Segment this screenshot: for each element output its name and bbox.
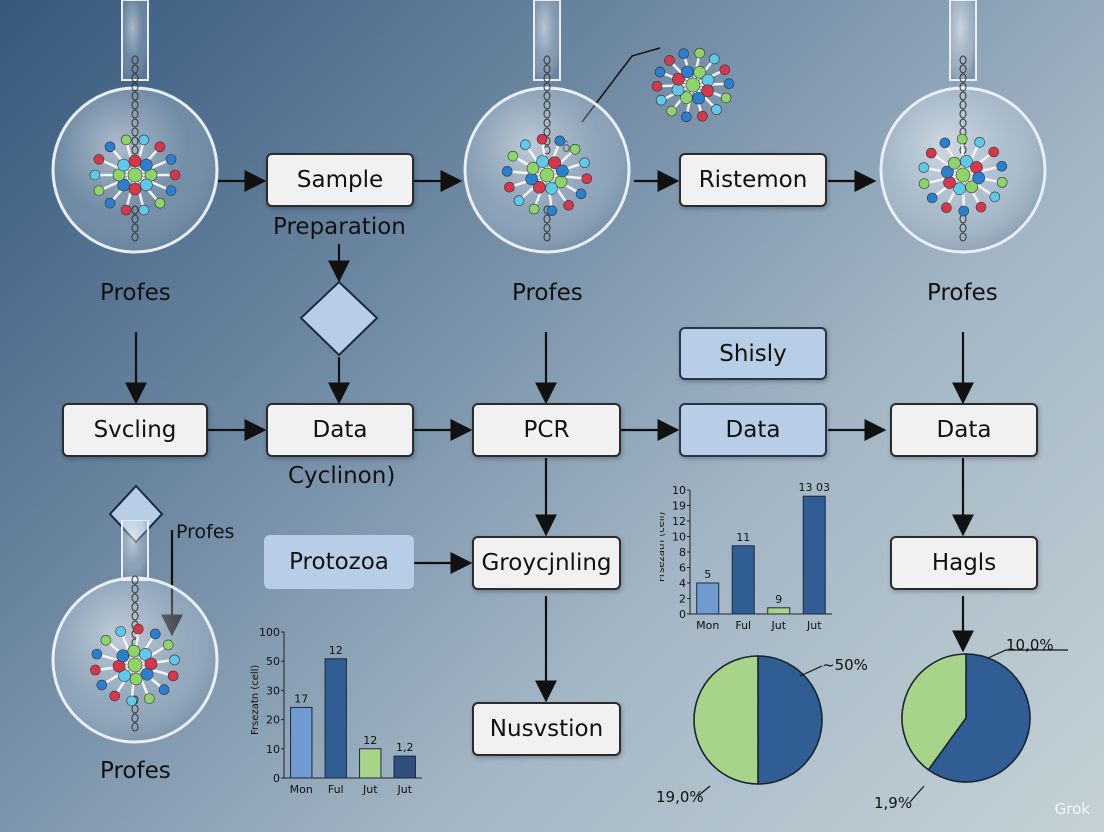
y-tick-label: 6 (679, 562, 686, 575)
molecule-icon-floating (651, 47, 735, 123)
decision-diamond-main (299, 280, 379, 357)
flask-icon-2 (463, 0, 631, 254)
x-tick-label: Jut (806, 619, 822, 632)
y-tick-label: 100 (259, 626, 280, 639)
pie-slice (693, 655, 759, 785)
node-cyclinon-label: Cyclinon) (288, 463, 396, 489)
bar-jut (359, 748, 382, 779)
y-tick-label: 4 (679, 577, 686, 590)
pie-slice (757, 655, 823, 785)
bar-data-label: 9 (775, 593, 782, 606)
y-tick-label: 50 (266, 655, 280, 668)
bar-data-label: 5 (704, 568, 711, 581)
flask-label-4: Profes (100, 758, 171, 784)
bar-ful (731, 545, 755, 615)
flask-side-label: Profes (176, 521, 235, 543)
y-tick-label: 30 (266, 684, 280, 697)
bar-mon (290, 706, 313, 779)
bar-data-label: 1,2 (396, 741, 414, 754)
x-tick-label: Jut (396, 783, 412, 796)
pie-slice-label: ~50% (822, 656, 868, 674)
node-preparation-label: Preparation (273, 214, 406, 240)
y-tick-label: 0 (273, 772, 280, 785)
node-groycjnling[interactable]: Groycjnling (472, 536, 621, 590)
node-shisly[interactable]: Shisly (679, 327, 827, 380)
watermark-label: Grok (1054, 800, 1090, 818)
node-data-1[interactable]: Data (266, 403, 414, 457)
pie-chart-right: 10,0% 1,9% (874, 636, 1068, 812)
bar-data-label: 12 (363, 734, 377, 747)
x-tick-label: Jut (770, 619, 786, 632)
y-axis-label: Frsezatn (cell) (250, 665, 261, 735)
y-tick-label: 10 (672, 531, 686, 544)
bar-ful (324, 658, 347, 779)
node-hagls[interactable]: Hagls (890, 536, 1038, 590)
node-sample[interactable]: Sample (266, 153, 414, 207)
y-tick-label: 20 (266, 714, 280, 727)
flask-label-2: Profes (512, 280, 583, 306)
pie-slice (927, 653, 1031, 783)
bar-data-label: 13 03 (799, 481, 831, 494)
pie-slice-label: 10,0% (1006, 636, 1054, 654)
flask-icon-1 (51, 0, 219, 254)
bar-jut (767, 607, 791, 615)
x-tick-label: Ful (735, 619, 751, 632)
x-tick-label: Jut (362, 783, 378, 796)
flask-label-3: Profes (927, 280, 998, 306)
bar-data-label: 11 (736, 531, 750, 544)
x-tick-label: Mon (290, 783, 313, 796)
y-axis-label: Frsezatn (cell) (660, 512, 667, 582)
node-protozoa[interactable]: Protozoa (264, 535, 414, 589)
node-data-2[interactable]: Data (679, 403, 827, 457)
node-data-3[interactable]: Data (890, 403, 1038, 457)
pie-chart-left: ~50% 19,0% (656, 655, 868, 806)
y-tick-label: 12 (672, 515, 686, 528)
node-svcling[interactable]: Svcling (62, 403, 208, 457)
x-tick-label: Ful (328, 783, 344, 796)
y-tick-label: 19 (672, 500, 686, 513)
pie-slice-label: 19,0% (656, 788, 704, 806)
pie-slice (901, 653, 967, 771)
node-nusvstion[interactable]: Nusvstion (472, 702, 621, 756)
molecule-callout-line (581, 47, 661, 123)
node-pcr[interactable]: PCR (472, 403, 621, 457)
flask-label-1: Profes (100, 280, 171, 306)
y-tick-label: 10 (266, 743, 280, 756)
node-ristemon[interactable]: Ristemon (679, 153, 827, 207)
bar-jut (393, 755, 416, 779)
flask-icon-3 (879, 0, 1047, 254)
flask-icon-4 (51, 520, 219, 744)
bar-data-label: 17 (294, 692, 308, 705)
x-tick-label: Mon (696, 619, 719, 632)
y-tick-label: 0 (679, 608, 686, 621)
bar-data-label: 12 (329, 644, 343, 657)
bar-jut (802, 495, 826, 615)
pie-slice-label: 1,9% (874, 794, 912, 812)
y-tick-label: 2 (679, 593, 686, 606)
bar-mon (696, 582, 720, 615)
y-tick-label: 8 (679, 546, 686, 559)
y-tick-label: 10 (672, 484, 686, 497)
